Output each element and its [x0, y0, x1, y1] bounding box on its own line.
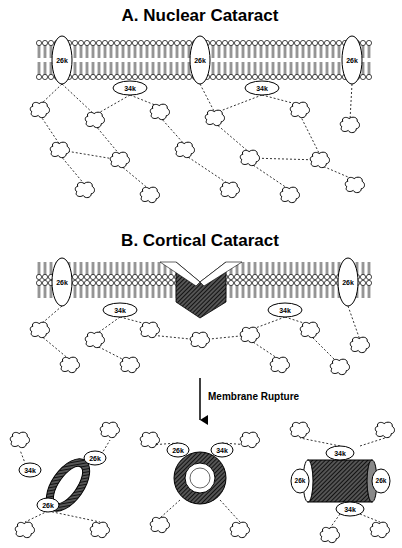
protein-label: 26k: [295, 478, 306, 485]
protein-label: 34k: [216, 447, 228, 454]
protein-label: 26k: [89, 455, 101, 462]
crystallin-proteins: [30, 322, 369, 374]
protein-label: 34k: [344, 506, 356, 513]
protein-label: 26k: [194, 57, 206, 64]
protein-label: 26k: [56, 57, 68, 64]
crystallin-proteins: [10, 422, 394, 542]
crystallin-proteins: [30, 102, 364, 202]
membrane-proteins: [52, 36, 362, 95]
panel-heading: A. Nuclear Cataract: [122, 7, 279, 24]
vesicle-right: [303, 460, 377, 502]
rupture-arrow: [199, 378, 201, 420]
dashed-bonds: [20, 438, 385, 528]
panel-heading: B. Cortical Cataract: [121, 232, 279, 249]
protein-label: 26k: [376, 478, 387, 485]
membrane-proteins: [52, 258, 358, 317]
protein-label: 26k: [172, 447, 184, 454]
protein-label: 26k: [342, 279, 354, 286]
protein-label: 34k: [24, 467, 36, 474]
dashed-bonds: [40, 84, 355, 190]
vesicle-center: [174, 452, 226, 504]
dashed-bonds: [40, 306, 360, 365]
protein-label: 34k: [279, 307, 291, 314]
protein-label: 34k: [124, 85, 136, 92]
membrane-fold-edge: [160, 262, 242, 286]
protein-label: 34k: [334, 450, 346, 457]
arrow-label: Membrane Rupture: [208, 392, 299, 402]
protein-label: 34k: [114, 307, 126, 314]
protein-label: 26k: [346, 57, 358, 64]
protein-label: 26k: [42, 502, 54, 509]
membrane-proteins: [19, 443, 390, 516]
protein-label: 26k: [56, 279, 68, 286]
protein-label: 34k: [256, 85, 268, 92]
